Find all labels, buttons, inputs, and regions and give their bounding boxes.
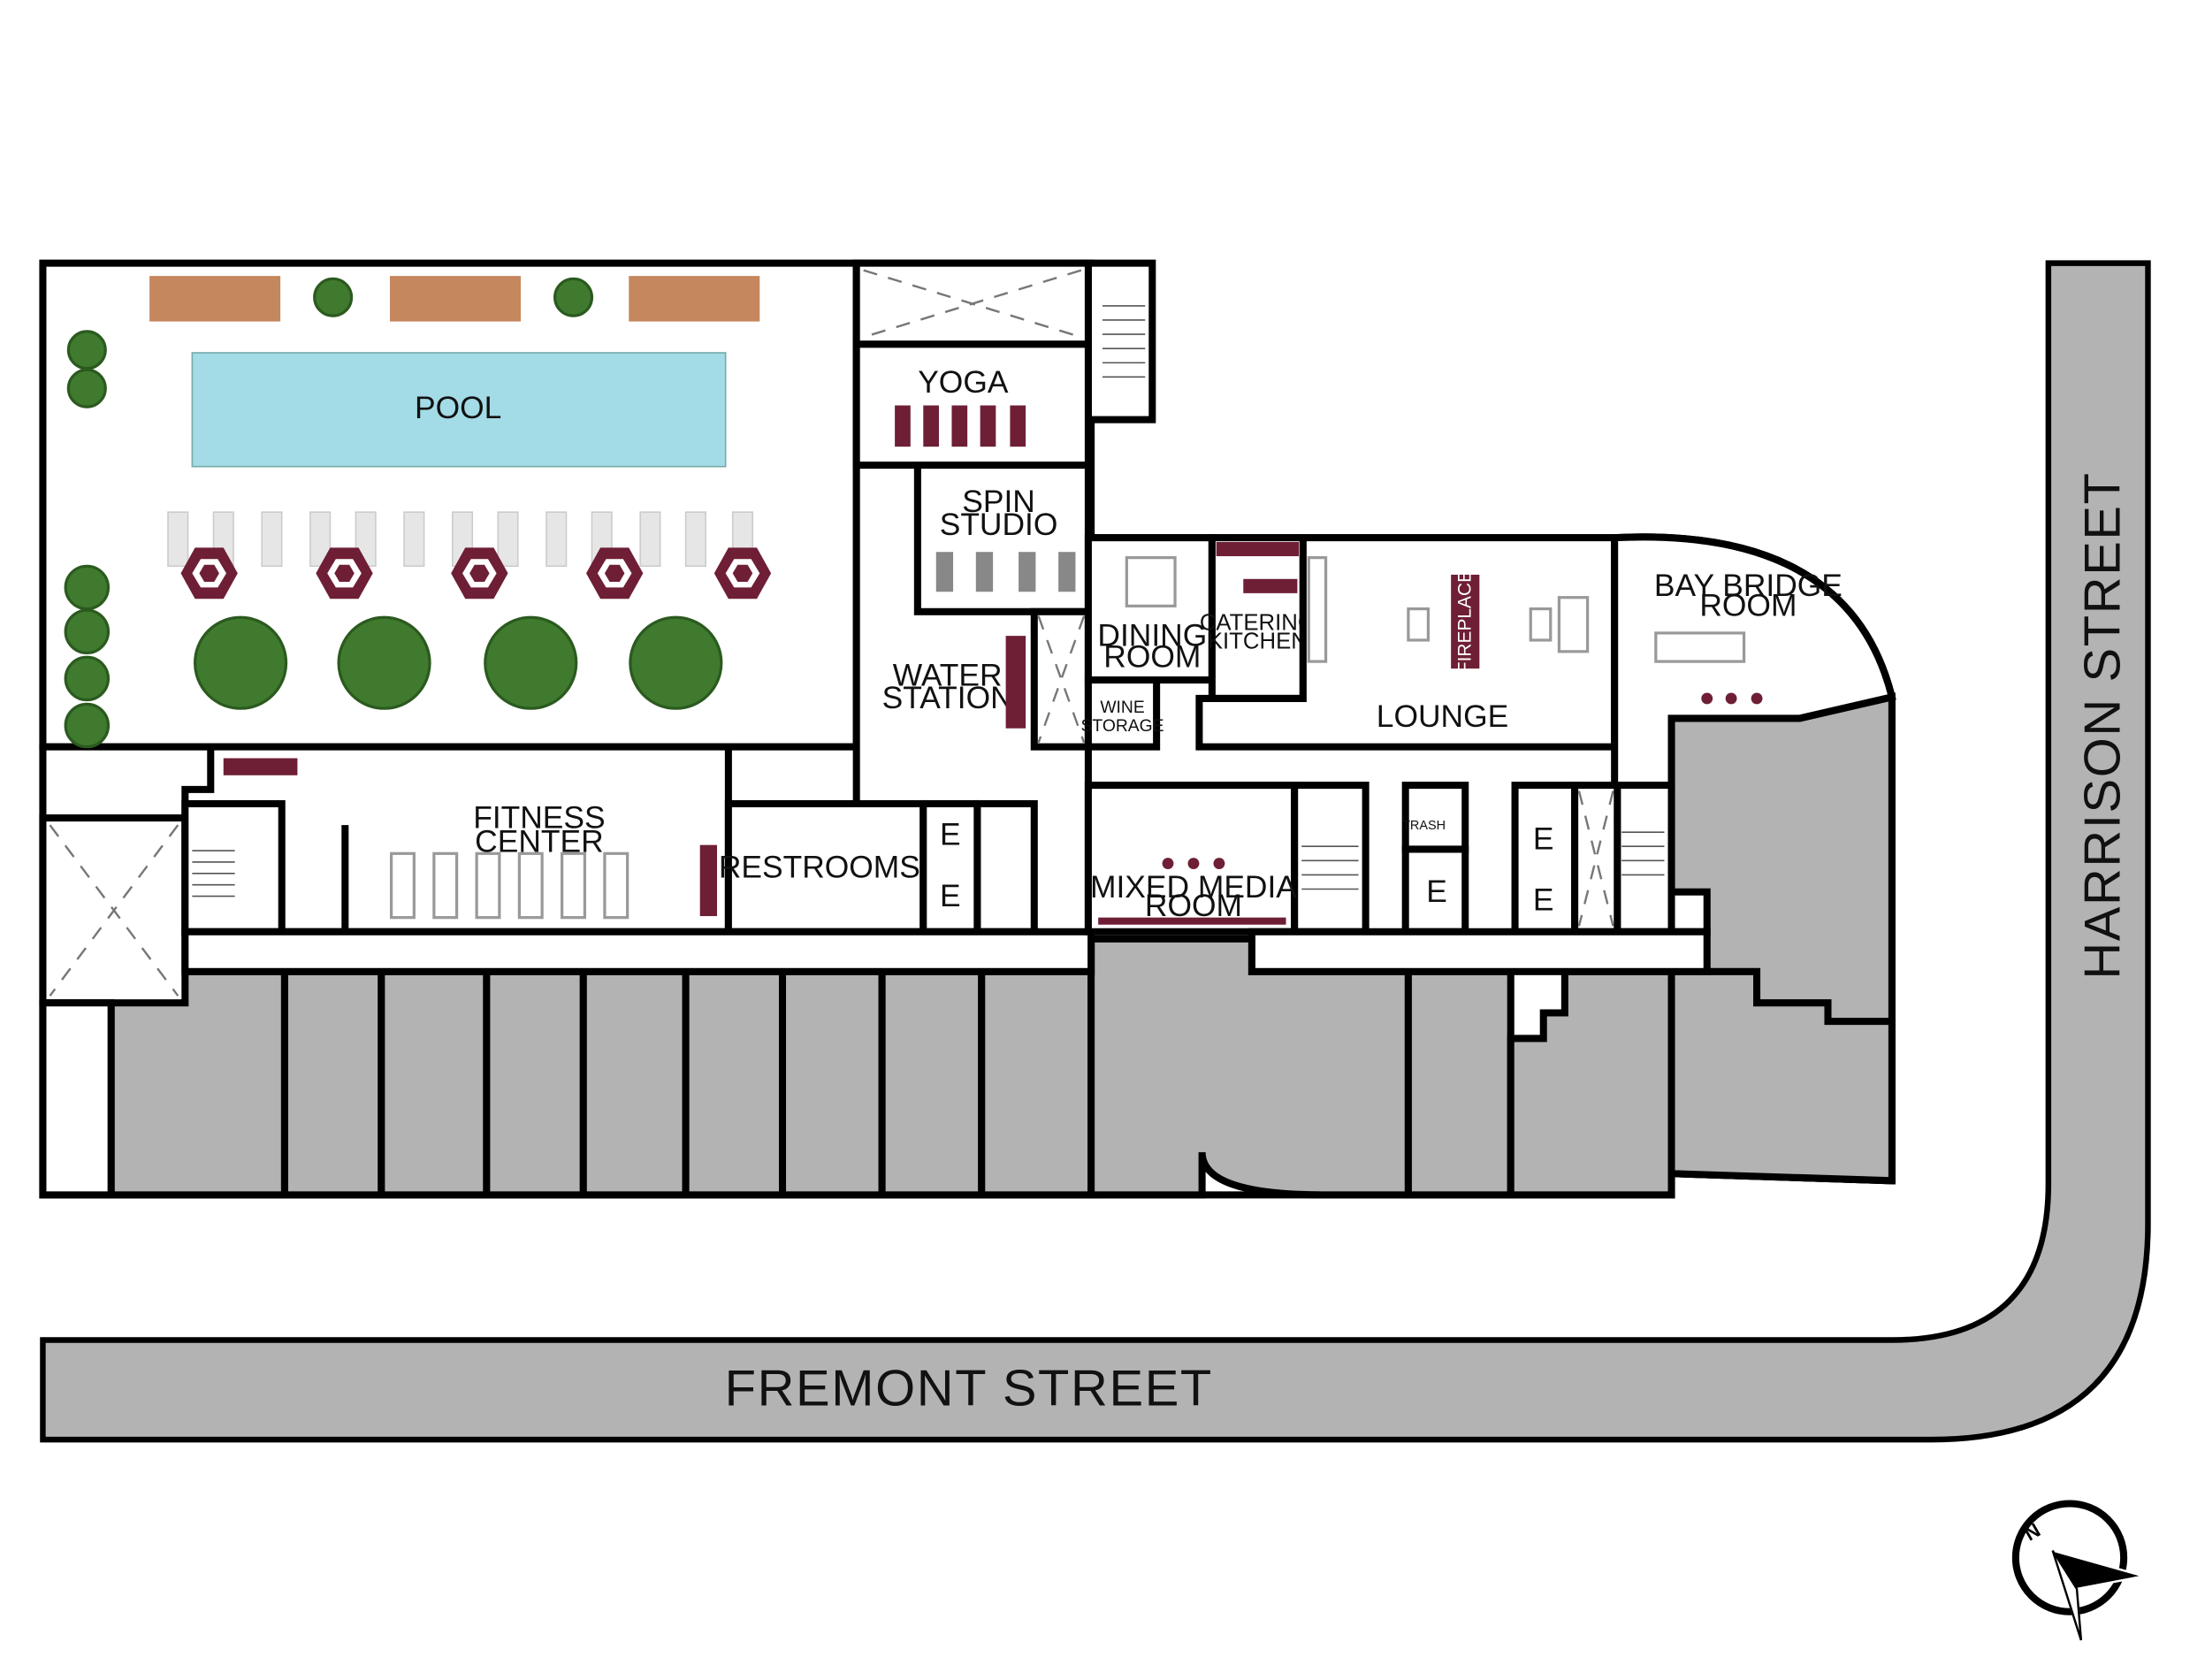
trash-label: TRASH	[1402, 819, 1446, 833]
elevator-e2: E	[1533, 883, 1554, 918]
bay-bridge-room	[1611, 533, 1896, 790]
spin-label-1: SPIN	[962, 485, 1035, 519]
wine-storage	[1084, 676, 1161, 751]
fitness-label-2: CENTER	[475, 825, 603, 859]
elevator-w1: E	[940, 818, 961, 852]
yoga-room	[852, 340, 1092, 470]
stair-top-right	[1084, 259, 1156, 424]
elevator-w2: E	[940, 879, 961, 913]
water-label-1: WATER	[893, 658, 1003, 692]
pool-deck	[39, 259, 860, 751]
mixed-label-1: MIXED MEDIA	[1090, 870, 1297, 905]
loungers	[149, 276, 760, 322]
catering-label-2: KITCHEN	[1208, 630, 1308, 654]
fitness-label-1: FITNESS	[473, 800, 605, 835]
yoga-label: YOGA	[918, 365, 1009, 400]
harrison-street	[40, 260, 2151, 1443]
shaft-left-lower	[39, 999, 115, 1199]
trees	[64, 277, 723, 749]
pool-label: POOL	[415, 391, 501, 425]
stair-mixed	[1291, 782, 1370, 935]
bay-label-2: ROOM	[1699, 589, 1797, 623]
wine-label-1: WINE	[1100, 699, 1145, 717]
fitness-stair	[181, 799, 286, 935]
mixed-label-2: ROOM	[1145, 889, 1242, 923]
street-label-fremont: FREMONT STREET	[725, 1361, 1213, 1417]
restrooms-label: RESTROOMS	[719, 851, 920, 885]
lounge-label: LOUNGE	[1377, 699, 1508, 734]
compass-icon: N	[2011, 1500, 2144, 1641]
dining-label-1: DINING	[1097, 618, 1207, 653]
bay-label-1: BAY BRIDGE	[1654, 569, 1843, 603]
spin-label-2: STUDIO	[940, 508, 1058, 542]
trash-room	[1401, 782, 1469, 853]
dining-label-2: ROOM	[1103, 640, 1201, 675]
retail-units	[107, 692, 1896, 1199]
wine-label-2: STORAGE	[1081, 717, 1164, 736]
catering-label-1: CATERING	[1200, 611, 1316, 636]
compass-north: N	[2020, 1519, 2044, 1546]
street-label-harrison: HARRISON STREET	[2074, 471, 2131, 979]
elevator-c: E	[1426, 874, 1447, 909]
water-label-2: STATION	[882, 681, 1013, 715]
fireplace-label: FIREPLACE	[1455, 570, 1476, 673]
pool	[191, 352, 727, 468]
lounge-chairs	[167, 511, 754, 568]
umbrellas	[180, 547, 772, 599]
elevator-e1: E	[1533, 821, 1554, 856]
